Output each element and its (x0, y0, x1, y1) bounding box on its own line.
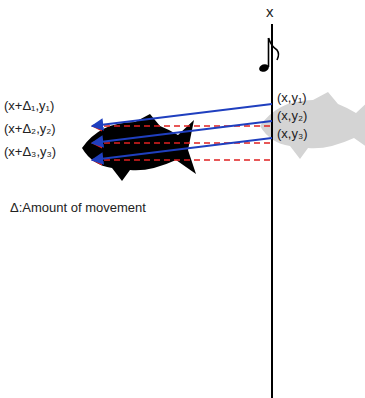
point-label: (x,y₃) (277, 126, 308, 141)
point-label: (x+Δ₂,y₂) (4, 121, 56, 136)
ghost-fish (260, 92, 365, 159)
point-label: (x+Δ₃,y₃) (4, 144, 56, 159)
axis-line (271, 24, 273, 398)
music-note (258, 38, 278, 73)
note-text: Δ:Amount of movement (10, 200, 146, 215)
movement-arrows (92, 126, 270, 160)
sound-lines (92, 104, 272, 160)
moved-fish (82, 114, 196, 181)
axis-label: x (266, 4, 274, 19)
point-label: (x,y₁) (277, 90, 307, 105)
point-label: (x,y₂) (277, 108, 307, 123)
point-label: (x+Δ₁,y₁) (4, 98, 54, 113)
